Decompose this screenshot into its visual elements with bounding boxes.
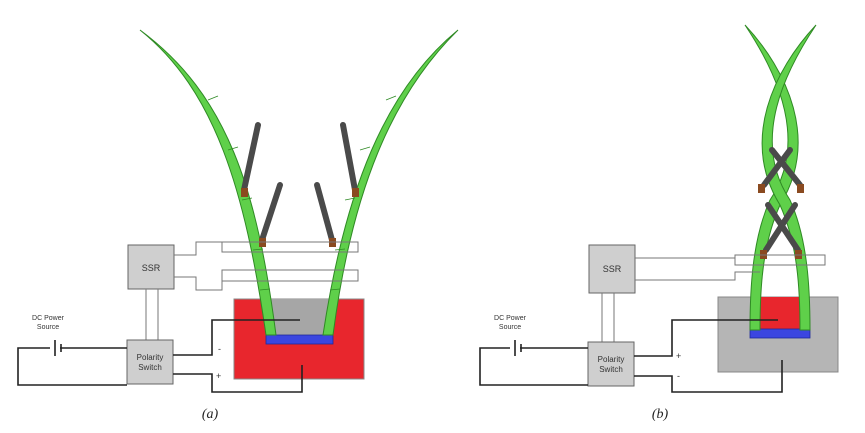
polarity-switch-a — [126, 339, 174, 385]
reservoir-inner-a — [266, 299, 333, 339]
switch-label-a-1: Polarity — [137, 353, 164, 362]
switch-label-a-2: Switch — [138, 363, 162, 372]
terminal-bottom-b: - — [677, 371, 680, 381]
finger-left-b — [744, 24, 799, 331]
finger-left-a — [139, 29, 277, 336]
switch-label-b-1: Polarity — [598, 355, 625, 364]
dc-label-b-1: DC Power — [494, 315, 527, 322]
terminal-bottom-a: + — [216, 371, 221, 381]
terminal-top-a: - — [218, 344, 221, 354]
caption-a: (a) — [202, 407, 219, 422]
polarity-switch-b — [587, 341, 635, 387]
switch-label-b-2: Switch — [599, 365, 623, 374]
finger-right-a — [322, 29, 459, 336]
caption-b: (b) — [652, 407, 669, 422]
dc-label-b-2: Source — [499, 324, 521, 331]
finger-right-b — [761, 24, 817, 331]
electrode-a — [265, 334, 334, 345]
ssr-label-a: SSR — [142, 263, 161, 273]
ssr-label-b: SSR — [603, 264, 622, 274]
electrode-b — [749, 328, 811, 339]
terminal-top-b: + — [676, 351, 681, 361]
dc-label-a-2: Source — [37, 324, 59, 331]
panel-a: SSR Polarity Switch DC Power Source - + … — [17, 29, 459, 422]
ssr-box-a — [127, 244, 175, 290]
ssr-box-b — [588, 244, 636, 294]
dc-label-a-1: DC Power — [32, 315, 65, 322]
panel-b: SSR Polarity Switch DC Power Source + - … — [479, 24, 839, 422]
